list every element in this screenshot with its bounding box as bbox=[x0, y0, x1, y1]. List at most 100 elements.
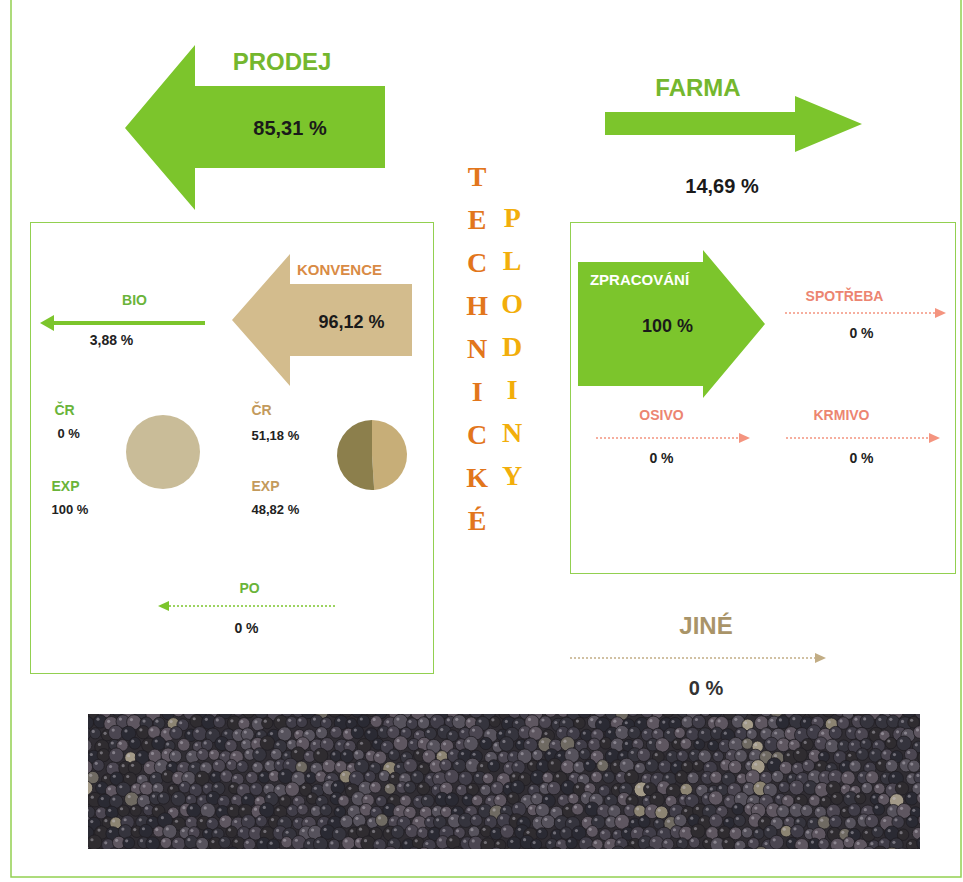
seed-highlight bbox=[337, 763, 340, 766]
seed-highlight bbox=[605, 773, 608, 776]
seed-highlight bbox=[648, 762, 651, 765]
seed-highlight bbox=[607, 818, 610, 821]
seed bbox=[384, 783, 395, 794]
seed-highlight bbox=[854, 718, 857, 721]
seed-highlight bbox=[231, 785, 234, 788]
seed bbox=[674, 727, 685, 738]
seed-highlight bbox=[149, 840, 152, 843]
seed bbox=[285, 782, 299, 796]
seed-highlight bbox=[484, 775, 487, 778]
seed-highlight bbox=[748, 730, 751, 733]
seed-highlight bbox=[490, 762, 493, 765]
seed-highlight bbox=[695, 718, 698, 721]
seed-highlight bbox=[582, 840, 585, 843]
seed-highlight bbox=[901, 720, 904, 723]
seed bbox=[709, 814, 723, 828]
seed-highlight bbox=[694, 827, 697, 830]
seed bbox=[539, 716, 552, 729]
seed-highlight bbox=[641, 818, 644, 821]
seed bbox=[687, 772, 699, 784]
seed bbox=[671, 847, 685, 849]
seed-highlight bbox=[318, 798, 321, 801]
seed bbox=[801, 805, 813, 817]
seed-highlight bbox=[518, 828, 521, 831]
seed-highlight bbox=[338, 742, 341, 745]
seed bbox=[718, 826, 731, 839]
seed bbox=[177, 739, 190, 752]
seed-highlight bbox=[868, 817, 871, 820]
seed-highlight bbox=[263, 830, 266, 833]
seed bbox=[351, 726, 364, 739]
seed-highlight bbox=[152, 775, 155, 778]
seed-highlight bbox=[161, 816, 164, 819]
seed bbox=[691, 824, 705, 838]
seed-highlight bbox=[523, 797, 526, 800]
seed-highlight bbox=[211, 751, 214, 754]
seed bbox=[586, 825, 598, 837]
seed-highlight bbox=[355, 751, 358, 754]
seed-highlight bbox=[521, 752, 524, 755]
flow-label: JINÉ bbox=[679, 612, 732, 640]
seed bbox=[123, 837, 135, 849]
seed-highlight bbox=[235, 840, 238, 843]
seed-highlight bbox=[266, 762, 269, 765]
seed-highlight bbox=[246, 751, 249, 754]
seed-highlight bbox=[851, 743, 854, 746]
seed-highlight bbox=[676, 729, 679, 732]
percentage-value: 0 % bbox=[849, 449, 873, 465]
seed bbox=[90, 728, 101, 739]
seed bbox=[393, 736, 408, 751]
seed-highlight bbox=[187, 796, 190, 799]
arrow-shape bbox=[605, 96, 862, 152]
seed-highlight bbox=[488, 798, 491, 801]
seed bbox=[262, 717, 273, 728]
vertical-title: TECHNICKÉ bbox=[466, 155, 488, 542]
seed-highlight bbox=[366, 773, 369, 776]
seed-highlight bbox=[313, 742, 316, 745]
seed-highlight bbox=[583, 732, 586, 735]
seed-highlight bbox=[811, 797, 814, 800]
seed bbox=[532, 749, 543, 760]
seed-highlight bbox=[828, 742, 831, 745]
seed-highlight bbox=[713, 729, 716, 732]
group-panel: BIO3,88 %KONVENCE96,12 %ČR0 %EXP100 %ČR5… bbox=[30, 222, 434, 674]
seed-highlight bbox=[557, 819, 560, 822]
seed-highlight bbox=[594, 841, 597, 844]
seed-highlight bbox=[574, 805, 577, 808]
seed-highlight bbox=[756, 784, 759, 787]
seed-highlight bbox=[766, 828, 769, 831]
arrow-head bbox=[929, 433, 940, 443]
seed bbox=[692, 715, 706, 729]
seed-highlight bbox=[422, 809, 425, 812]
seed bbox=[885, 759, 898, 772]
flow-label: SPOTŘEBA bbox=[806, 287, 884, 303]
seed bbox=[297, 848, 312, 849]
seed-highlight bbox=[754, 763, 757, 766]
seed bbox=[481, 838, 495, 849]
seed-highlight bbox=[618, 817, 621, 820]
seed-highlight bbox=[893, 797, 896, 800]
seed-highlight bbox=[909, 842, 912, 845]
seed-highlight bbox=[199, 797, 202, 800]
seed-highlight bbox=[552, 742, 555, 745]
seed-highlight bbox=[154, 785, 157, 788]
seed-highlight bbox=[593, 731, 596, 734]
seed-highlight bbox=[325, 783, 328, 786]
seed-highlight bbox=[425, 752, 428, 755]
seed-highlight bbox=[874, 828, 877, 831]
photo-ground bbox=[88, 714, 920, 849]
seed bbox=[776, 716, 789, 729]
seed-highlight bbox=[677, 817, 680, 820]
seed-highlight bbox=[360, 742, 363, 745]
seed-highlight bbox=[541, 785, 544, 788]
seed-highlight bbox=[491, 718, 494, 721]
seed-highlight bbox=[340, 797, 343, 800]
seed-highlight bbox=[258, 817, 261, 820]
seed bbox=[470, 814, 482, 826]
seed-highlight bbox=[455, 718, 458, 721]
seed-highlight bbox=[487, 754, 490, 757]
seed bbox=[315, 727, 327, 739]
seed-highlight bbox=[868, 773, 871, 776]
seed bbox=[734, 840, 746, 849]
seed-highlight bbox=[593, 753, 596, 756]
